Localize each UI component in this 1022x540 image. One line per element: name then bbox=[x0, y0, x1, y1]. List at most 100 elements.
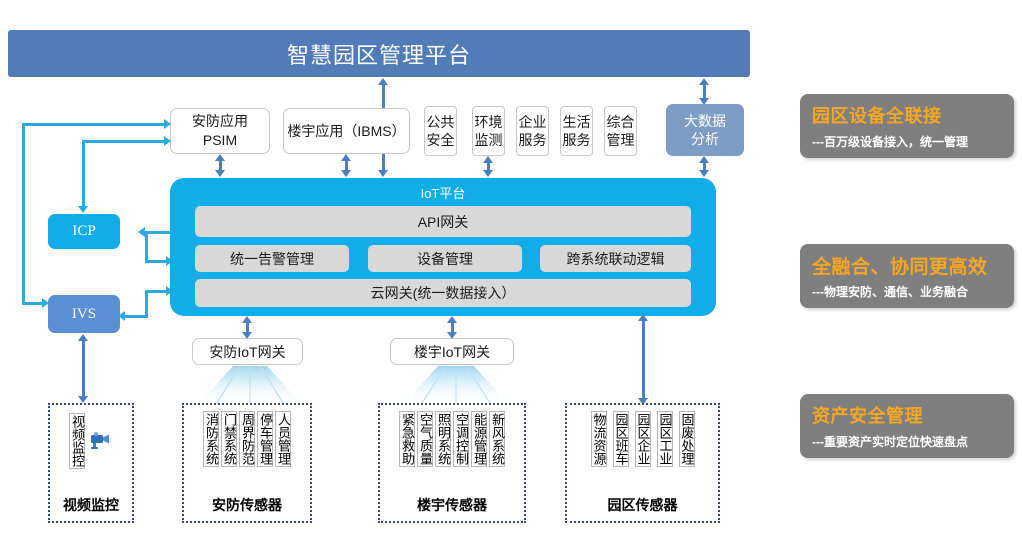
sensor-item[interactable]: 消防系统 bbox=[203, 411, 219, 467]
connector-ibms-iot bbox=[345, 158, 348, 172]
mini-line2: 安全 bbox=[426, 132, 455, 148]
arrow-head-left bbox=[118, 311, 125, 321]
sensor-group-label: 安防传感器 bbox=[212, 497, 282, 513]
cyan-bus-top bbox=[22, 123, 166, 126]
arrow-head-right bbox=[164, 119, 171, 129]
sensor-item[interactable]: 空调控制 bbox=[453, 411, 469, 467]
sensor-item[interactable]: 视频监控 bbox=[69, 413, 85, 469]
sensor-group-security: 消防系统 门禁系统 周界防范 停车管理 人员管理 安防传感器 bbox=[182, 403, 312, 523]
platform-title-bar: 智慧园区管理平台 bbox=[8, 30, 750, 77]
cyan-bus-second bbox=[82, 140, 166, 143]
arrow-head-down bbox=[78, 206, 88, 213]
sensor-item[interactable]: 新风系统 bbox=[489, 411, 505, 467]
mini-line2: 服务 bbox=[562, 132, 591, 148]
feature-subtitle: ---物理安防、通信、业务融合 bbox=[812, 285, 968, 299]
connector-psim-iot bbox=[219, 158, 222, 172]
sensor-item[interactable]: 停车管理 bbox=[257, 411, 273, 467]
connector-bigdata-title bbox=[703, 84, 706, 102]
cyan-bus-to-ivs bbox=[22, 302, 46, 305]
connector-iot-park-sensors bbox=[642, 320, 645, 402]
mini-line1: 企业 bbox=[518, 114, 547, 130]
sensor-item[interactable]: 人员管理 bbox=[275, 411, 291, 467]
cyan-ivs-riser bbox=[145, 290, 148, 318]
app-box-environment-monitor[interactable]: 环境 监测 bbox=[472, 106, 505, 156]
app-box-public-safety[interactable]: 公共 安全 bbox=[424, 106, 457, 156]
arrow-head-down bbox=[341, 170, 351, 177]
arrow-head-down bbox=[242, 332, 252, 339]
app-box-psim[interactable]: 安防应用 PSIM bbox=[170, 108, 270, 154]
feature-subtitle: ---重要资产实时定位快速盘点 bbox=[812, 435, 968, 449]
arrow-head-up bbox=[242, 316, 252, 323]
iot-module-api-gateway[interactable]: API网关 bbox=[195, 206, 691, 237]
connector-ivs-video bbox=[82, 340, 85, 398]
arrow-head-up bbox=[699, 78, 709, 85]
app-box-integrated-management[interactable]: 综合 管理 bbox=[604, 106, 637, 156]
sensor-item[interactable]: 周界防范 bbox=[239, 411, 255, 467]
beam-fan-building bbox=[402, 366, 510, 406]
arrow-head-up bbox=[483, 156, 493, 163]
mini-line1: 生活 bbox=[562, 114, 591, 130]
node-icp[interactable]: ICP bbox=[48, 214, 120, 249]
beam-fan-security bbox=[197, 366, 303, 406]
arrow-head-down bbox=[215, 170, 225, 177]
sensor-group-building: 紧急救助 空气质量 照明系统 空调控制 能源管理 新风系统 楼宇传感器 bbox=[378, 403, 526, 523]
app-box-enterprise-service[interactable]: 企业 服务 bbox=[516, 106, 549, 156]
iot-module-unified-alarm[interactable]: 统一告警管理 bbox=[195, 245, 349, 272]
app-psim-line1: 安防应用 bbox=[192, 113, 248, 129]
arrow-head-down bbox=[483, 170, 493, 177]
sensor-group-label: 楼宇传感器 bbox=[417, 497, 487, 513]
bigdata-line1: 大数据 bbox=[684, 113, 726, 129]
sensor-item[interactable]: 物流资源 bbox=[590, 411, 607, 467]
arrow-head-down bbox=[447, 332, 457, 339]
sensor-item[interactable]: 门禁系统 bbox=[221, 411, 237, 467]
connector-iot-bldgw bbox=[451, 320, 454, 335]
ivs-label: IVS bbox=[71, 305, 97, 322]
app-box-big-data-analysis[interactable]: 大数据 分析 bbox=[666, 104, 744, 156]
cyan-ivs-to-iot bbox=[145, 290, 169, 293]
feature-title: 资产安全管理 bbox=[812, 406, 923, 426]
gateway-security-label: 安防IoT网关 bbox=[209, 343, 286, 360]
connector-bigdata-iot bbox=[703, 160, 706, 174]
gateway-security-iot[interactable]: 安防IoT网关 bbox=[192, 338, 303, 365]
sensor-item[interactable]: 紧急救助 bbox=[399, 411, 415, 467]
feature-panel-convergence: 全融合、协同更高效 ---物理安防、通信、业务融合 bbox=[800, 244, 1014, 308]
mini-line2: 监测 bbox=[474, 132, 503, 148]
connector-iot-secgw bbox=[246, 320, 249, 335]
sensor-group-label: 视频监控 bbox=[63, 497, 119, 513]
mini-line2: 服务 bbox=[518, 132, 547, 148]
arrow-head-down bbox=[699, 98, 709, 105]
sensor-item[interactable]: 照明系统 bbox=[435, 411, 451, 467]
mini-line1: 综合 bbox=[606, 114, 635, 130]
iot-module-cross-system-logic[interactable]: 跨系统联动逻辑 bbox=[540, 245, 691, 272]
iot-platform-panel: IoT平台 API网关 统一告警管理 设备管理 跨系统联动逻辑 云网关(统一数据… bbox=[170, 178, 716, 316]
app-box-life-service[interactable]: 生活 服务 bbox=[560, 106, 593, 156]
sensor-item[interactable]: 空气质量 bbox=[417, 411, 433, 467]
arrow-head-right bbox=[164, 136, 171, 146]
feature-panel-connectivity: 园区设备全联接 ---百万级设备接入，统一管理 bbox=[800, 94, 1014, 158]
feature-subtitle: ---百万级设备接入，统一管理 bbox=[812, 135, 968, 149]
iot-module-cloud-gateway[interactable]: 云网关(统一数据接入） bbox=[195, 279, 691, 307]
sensor-item[interactable]: 固废处理 bbox=[678, 411, 695, 467]
sensor-group-label: 园区传感器 bbox=[607, 497, 678, 513]
gateway-building-iot[interactable]: 楼宇IoT网关 bbox=[390, 338, 514, 365]
cyan-icp-riser bbox=[145, 231, 148, 263]
sensor-item[interactable]: 园区班车 bbox=[612, 411, 629, 467]
arrow-head-down bbox=[78, 396, 88, 403]
arrow-head-up bbox=[447, 316, 457, 323]
feature-title: 园区设备全联接 bbox=[812, 106, 942, 126]
sensor-item[interactable]: 能源管理 bbox=[471, 411, 487, 467]
sensor-item[interactable]: 园区工业 bbox=[656, 411, 673, 467]
arrow-head-right bbox=[42, 298, 49, 308]
sensor-item[interactable]: 园区企业 bbox=[634, 411, 651, 467]
camera-icon bbox=[91, 432, 109, 449]
node-ivs[interactable]: IVS bbox=[48, 295, 120, 333]
app-box-ibms[interactable]: 楼宇应用（IBMS） bbox=[283, 108, 410, 154]
iot-module-label: 设备管理 bbox=[417, 250, 473, 267]
arrow-head-right bbox=[166, 286, 173, 296]
iot-module-device-management[interactable]: 设备管理 bbox=[368, 245, 522, 272]
icp-label: ICP bbox=[72, 223, 96, 239]
feature-title: 全融合、协同更高效 bbox=[812, 257, 988, 278]
cyan-icp-to-iot bbox=[145, 260, 169, 263]
arrow-head-up bbox=[341, 154, 351, 161]
